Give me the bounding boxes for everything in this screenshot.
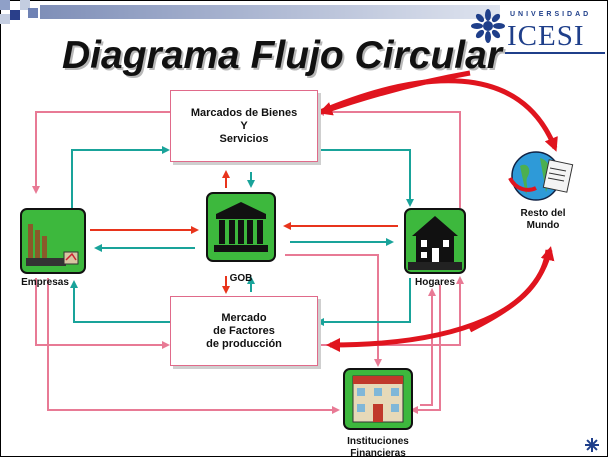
financial-line-2: Financieras <box>350 448 406 459</box>
households-to-goods-flow <box>316 108 461 208</box>
logo-emblem-icon <box>471 9 505 43</box>
factors-to-firms-flow <box>70 280 170 323</box>
households-node <box>404 208 466 274</box>
factor-market-line-3: de producción <box>206 337 282 350</box>
factor-market-box: Mercado de Factores de producción <box>170 296 318 366</box>
world-factors-flow-return <box>468 246 555 333</box>
households-to-financial-flow <box>410 285 441 414</box>
icesi-logo <box>470 6 604 50</box>
financial-node <box>343 368 413 430</box>
gob-to-financial-flow <box>285 254 382 367</box>
households-label: Hogares <box>414 277 455 288</box>
goods-market-line-1: Marcados de Bienes <box>190 106 298 119</box>
goods-to-households-flow <box>318 149 414 207</box>
slide-title: Diagrama Flujo Circular <box>62 34 502 77</box>
households-to-factors-flow <box>316 278 411 326</box>
gob-label: GOB <box>229 273 253 284</box>
factor-market-line-1: Mercado <box>221 311 267 324</box>
government-building-icon <box>206 192 276 262</box>
world-goods-flow-return <box>318 70 471 116</box>
rest-of-world-line-1: Resto del <box>520 208 566 219</box>
corner-squares-decoration <box>0 0 40 24</box>
logo-underline <box>505 52 605 54</box>
firms-node <box>20 208 86 274</box>
factory-icon <box>20 208 86 274</box>
financial-line-1: Instituciones <box>347 436 409 447</box>
goods-market-line-2: Y <box>240 119 248 132</box>
rest-of-world-node <box>506 148 574 204</box>
firms-to-goods-flow <box>71 146 170 208</box>
logo-university-text: UNIVERSIDAD <box>510 11 592 18</box>
goods-to-firms-flow <box>32 111 170 194</box>
financial-to-households-flow <box>420 288 436 406</box>
gob-node <box>206 192 276 262</box>
globe-icon <box>508 151 574 201</box>
header-bar <box>40 5 500 19</box>
firms-label: Empresas <box>21 277 69 288</box>
goods-market-line-3: Servicios <box>219 132 269 145</box>
goods-market-box: Marcados de Bienes Y Servicios <box>170 90 318 162</box>
firms-to-factors-flow <box>35 278 170 349</box>
factor-market-line-2: de Factores <box>213 324 275 337</box>
financial-label: Instituciones Financieras <box>328 436 428 460</box>
bank-building-icon <box>343 368 413 430</box>
firms-to-financial-flow <box>47 278 340 414</box>
world-goods-flow <box>319 78 558 152</box>
corner-mark-icon <box>585 438 599 452</box>
logo-name-text: ICESI <box>507 20 585 52</box>
rest-of-world-label: Resto del Mundo <box>512 208 574 232</box>
house-icon <box>404 208 466 274</box>
rest-of-world-line-2: Mundo <box>526 220 560 231</box>
